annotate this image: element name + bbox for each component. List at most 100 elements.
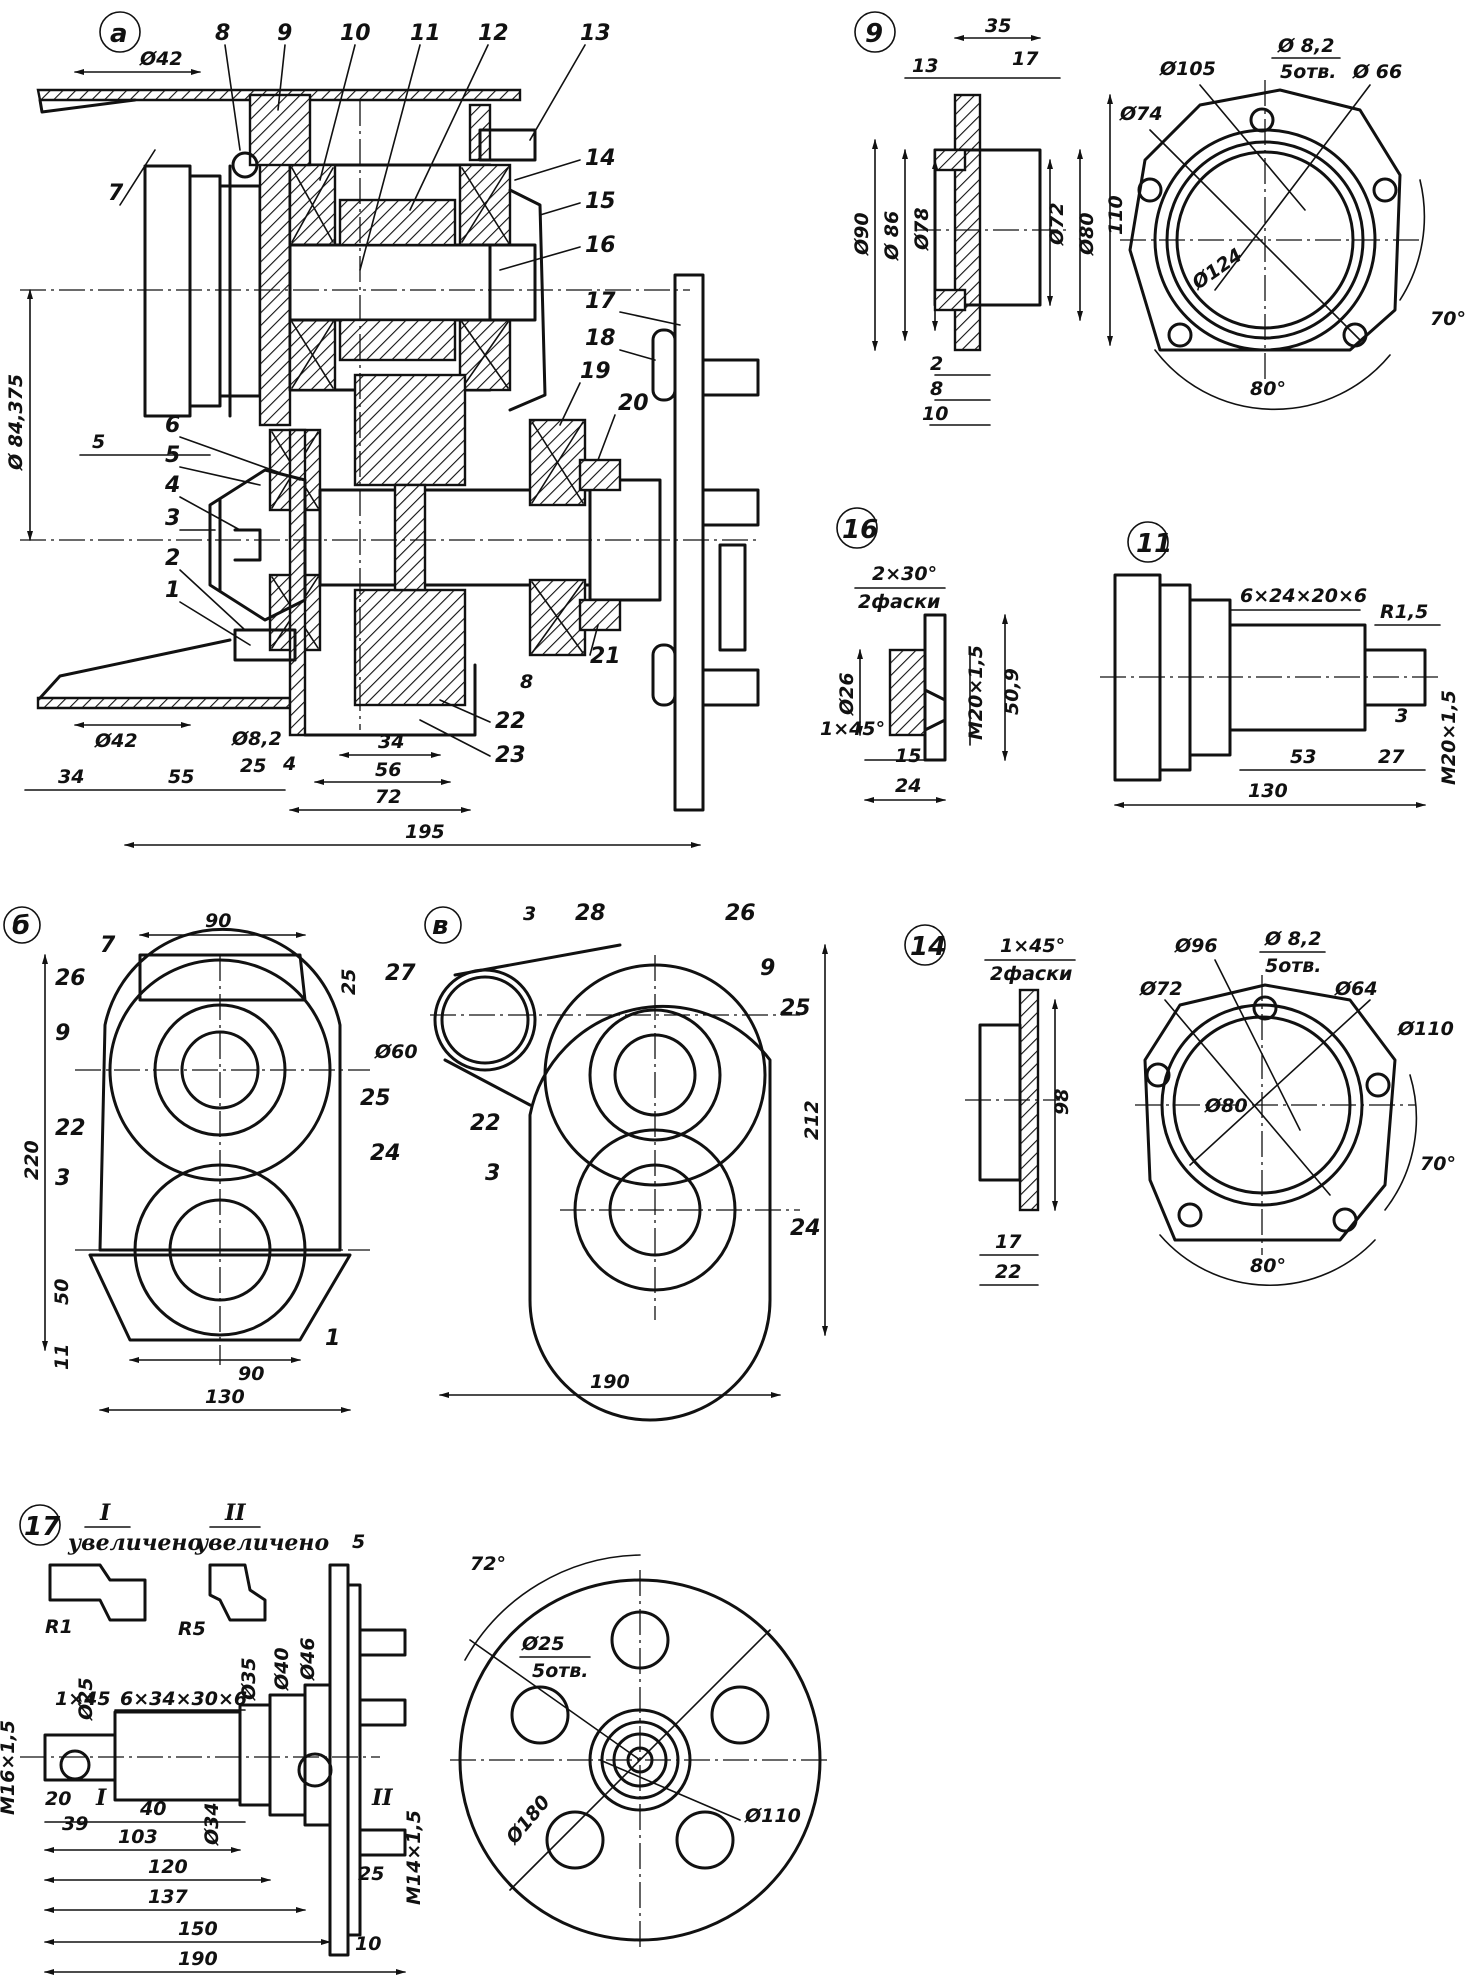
callout-5: 5 [165, 443, 180, 468]
callout-9: 9 [277, 21, 292, 46]
dim-d42-top: Ø42 [139, 48, 183, 70]
detail-II-enlarged: увеличено [194, 1530, 329, 1556]
stud-lower [701, 668, 760, 707]
callout-8: 8 [215, 21, 230, 46]
dim-b-90b: 90 [238, 1363, 264, 1385]
dim-b-11: 11 [51, 1344, 73, 1370]
gear-12-lower [338, 318, 457, 362]
dim-9-d74: Ø74 [1119, 103, 1163, 125]
dim-17-r5: R5 [178, 1618, 206, 1640]
callouts-view-a: 8 9 10 11 12 13 14 15 16 17 18 19 20 [108, 21, 681, 768]
detail-I-enlarged: увеличено [67, 1530, 202, 1556]
callout-3: 3 [165, 506, 180, 531]
leader-23 [419, 719, 491, 757]
dim-16-d26: Ø26 [836, 672, 858, 716]
view-11-label: 11 [1136, 529, 1172, 559]
callout-10: 10 [340, 21, 371, 46]
callout-2: 2 [165, 546, 180, 571]
bolt-2 [233, 628, 297, 662]
callout-b-7: 7 [100, 933, 116, 958]
dim-72: 72 [375, 786, 401, 808]
leader-14-d72 [1164, 999, 1331, 1196]
view-11-badge [1127, 521, 1169, 563]
dim-14-chamfer2: 2фаски [990, 963, 1072, 985]
view-16-label: 16 [842, 515, 878, 545]
callout-19: 19 [580, 359, 611, 384]
pipe-27 [433, 968, 537, 1072]
leader-9-d105 [1199, 84, 1306, 211]
dim-b-90: 90 [205, 910, 231, 932]
view-17-output-shaft: 17 I увеличено II увеличено R1 R5 5 Ø25 … [0, 1500, 830, 1975]
dim-11-53: 53 [1290, 746, 1316, 768]
leader-17-d25 [469, 1639, 641, 1761]
dim-17-holes: 5отв. [532, 1660, 589, 1682]
dim-16-c1x45: 1×45° [820, 718, 885, 740]
callout-14: 14 [585, 146, 616, 171]
dim-56: 56 [375, 759, 401, 781]
dim-5: 5 [92, 431, 105, 453]
leader-2 [179, 569, 246, 631]
pulley-hub [218, 184, 262, 398]
dim-9-d80: Ø80 [1076, 212, 1098, 256]
dim-v-3: 3 [523, 903, 536, 925]
leader-1 [179, 601, 251, 646]
dim-14-a70: 70° [1420, 1153, 1456, 1175]
callout-b-26: 26 [55, 966, 86, 991]
dim-9-d86: Ø 86 [881, 211, 903, 261]
arc-80 [1154, 349, 1391, 411]
view-9-bracket: 9 Ø90 Ø 86 Ø78 Ø72 Ø80 110 35 13 17 2 8 … [851, 11, 1466, 426]
detail-II-shape [208, 1563, 267, 1622]
dim-d8-2: Ø8,2 [231, 728, 282, 750]
bracket-9-lip-bottom [933, 288, 967, 312]
detail-I-roman: I [99, 1500, 111, 1526]
dim-11-27: 27 [1378, 746, 1405, 768]
leader-5 [179, 466, 261, 486]
dim-b-25: 25 [338, 969, 360, 995]
dim-9-d105: Ø105 [1159, 58, 1216, 80]
leader-14-d64 [1189, 999, 1371, 1166]
stud-middle [701, 488, 760, 527]
dim-14-22: 22 [995, 1261, 1021, 1283]
dim-9-8: 8 [930, 378, 943, 400]
callout-v-9: 9 [760, 956, 775, 981]
view-a-badge [99, 11, 141, 53]
callout-b-22: 22 [55, 1116, 86, 1141]
callout-13: 13 [580, 21, 611, 46]
callout-20: 20 [618, 391, 649, 416]
leader-21 [589, 624, 599, 656]
view-14-cover: 14 1×45° 2фаски 98 17 22 80° 70° Ø96 Ø 8… [904, 924, 1456, 1287]
cover-14-hole-2 [1145, 1062, 1171, 1088]
cover-14-hole-4 [1177, 1202, 1203, 1228]
dim-16-chamfer: 2×30° [872, 563, 937, 585]
shaft-17-spline [113, 1710, 242, 1802]
slot-18-upper [651, 328, 677, 402]
flange-17-disc [328, 1563, 350, 1957]
dim-16-chamfer2: 2фаски [858, 591, 940, 613]
leader-16 [499, 246, 581, 271]
view-14-badge [904, 924, 946, 966]
pulley-web [188, 174, 222, 408]
view-a-label: а [110, 19, 128, 49]
stud-upper [701, 358, 760, 397]
gear-lower-web [353, 588, 467, 707]
dim-34: 34 [58, 766, 84, 788]
dim-16-m20: M20×1,5 [965, 645, 987, 740]
dim-11-3: 3 [1395, 705, 1408, 727]
seal-21 [578, 598, 622, 632]
nut-4 [233, 528, 262, 562]
dim-8: 8 [520, 671, 533, 693]
dim-v-d60: Ø60 [374, 1041, 418, 1063]
dim-9-10: 10 [922, 403, 948, 425]
dim-55: 55 [168, 766, 194, 788]
dim-d42-bot: Ø42 [94, 730, 138, 752]
pulley-rim [143, 164, 192, 418]
dim-34-mid: 34 [378, 731, 404, 753]
dim-17-d35: Ø35 [238, 1657, 260, 1701]
hub-detail [718, 543, 747, 652]
dim-b-220: 220 [21, 1140, 43, 1180]
callout-17: 17 [585, 289, 616, 314]
stud-17-upper [358, 1628, 407, 1657]
dim-17-103: 103 [118, 1826, 158, 1848]
dim-11-spline: 6×24×20×6 [1240, 585, 1367, 607]
dim-17-a72: 72° [470, 1553, 506, 1575]
